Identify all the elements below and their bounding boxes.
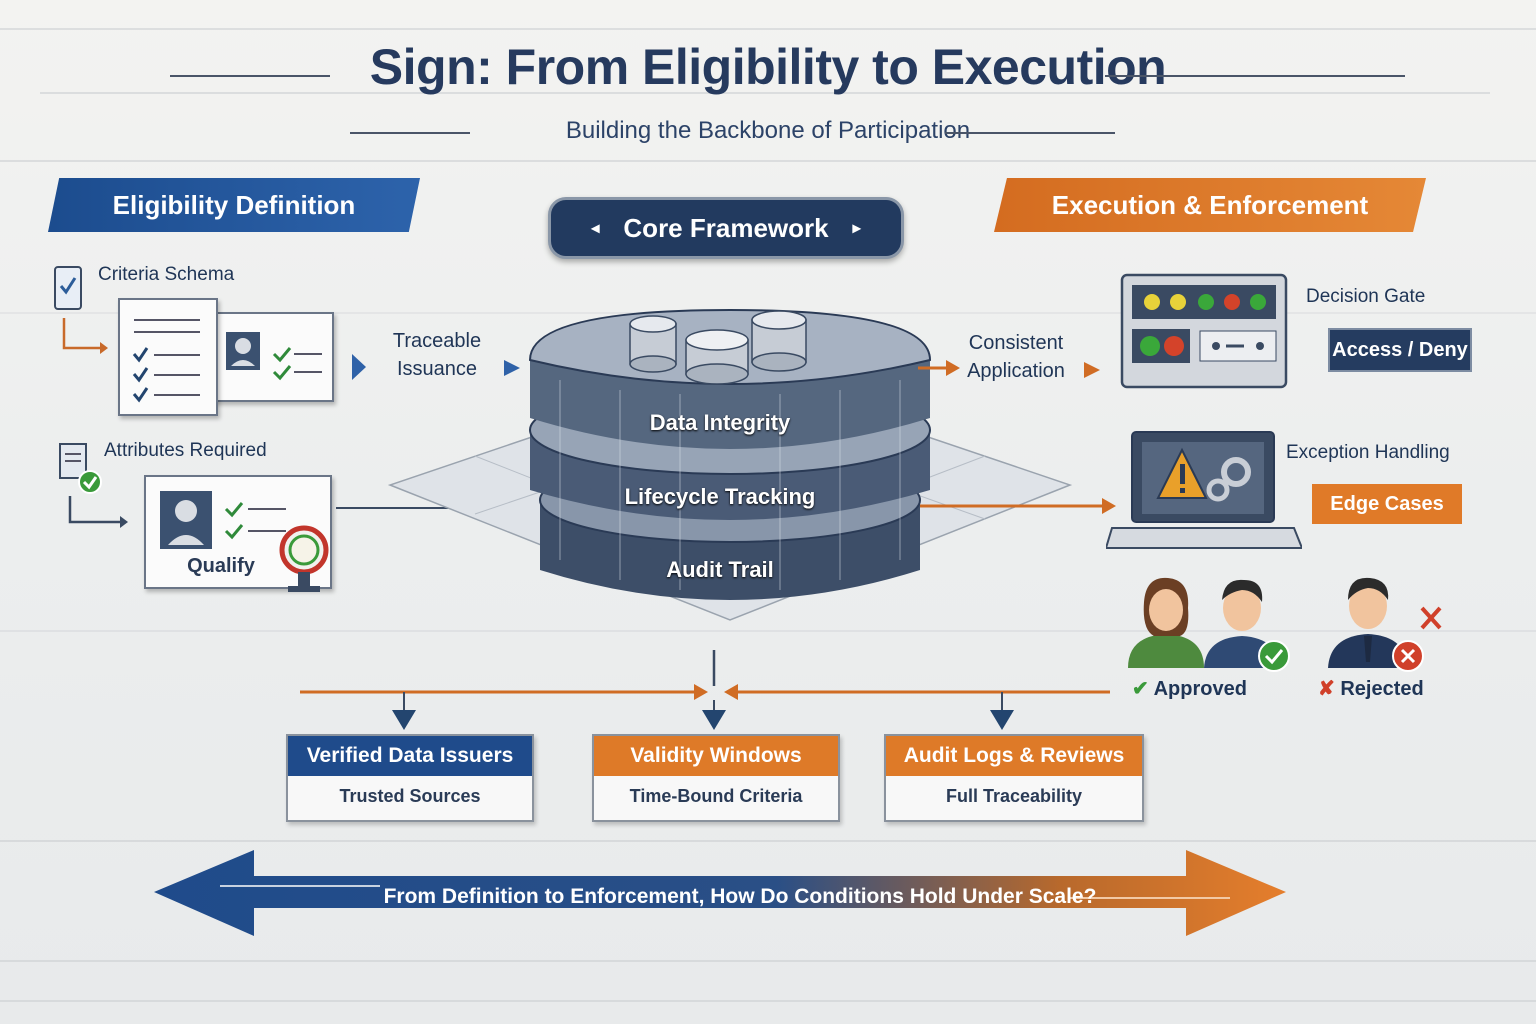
bg-streak [40, 92, 1490, 94]
checklist-graphic [132, 319, 200, 403]
issuance-label: Issuance [396, 358, 478, 380]
tablet-icon [54, 266, 82, 310]
core-framework-pill: ◂ Core Framework ▸ [548, 197, 904, 259]
bg-streak [0, 28, 1536, 30]
edge-cases-tag: Edge Cases [1312, 484, 1462, 524]
profile-card [210, 312, 334, 402]
core-framework-label: Core Framework [623, 212, 829, 243]
subtitle-rule [945, 132, 1115, 134]
cross-icon: ✘ [1318, 678, 1335, 700]
validity-windows-box: Validity Windows Time-Bound Criteria [592, 734, 840, 822]
stamp-seal-icon [279, 525, 329, 592]
attributes-required-label: Attributes Required [104, 440, 267, 461]
access-deny-tag: Access / Deny [1328, 328, 1472, 372]
document-check-icon [59, 443, 102, 494]
title-rule [1105, 75, 1405, 77]
rejected-status: ✘ Rejected [1318, 676, 1424, 701]
title-rule [170, 75, 330, 77]
database-icon [751, 310, 807, 372]
verified-data-issuers-box: Verified Data Issuers Trusted Sources [286, 734, 534, 822]
exception-handling-label: Exception Handling [1286, 442, 1450, 463]
database-icon [685, 329, 749, 385]
audit-logs-box: Audit Logs & Reviews Full Traceability [884, 734, 1144, 822]
footer-question: From Definition to Enforcement, How Do C… [383, 885, 1097, 908]
distribution-connectors [300, 650, 1110, 730]
double-arrow-graphic [154, 850, 1286, 936]
consistent-label: Consistent [968, 332, 1064, 354]
flow-arrow-icon [62, 318, 108, 354]
qualify-card-graphic [160, 491, 286, 549]
approved-label: Approved [1153, 678, 1247, 700]
laptop-warning-icon [1106, 431, 1302, 549]
bg-streak [0, 160, 1536, 162]
box-subtext: Trusted Sources [339, 785, 481, 806]
core-stack-graphic [387, 308, 1073, 621]
subtitle-rule [350, 132, 470, 134]
flow-arrow-icon [68, 496, 128, 528]
triangle-right-icon [504, 360, 520, 376]
execution-banner: Execution & Enforcement [994, 178, 1426, 232]
qualify-label: Qualify [187, 555, 255, 577]
traceable-label: Traceable [392, 330, 482, 352]
page-title: Sign: From Eligibility to Execution [369, 39, 1167, 95]
application-label: Application [967, 360, 1065, 382]
triangle-right-icon [1084, 362, 1100, 378]
arrow-left-icon: ◂ [591, 220, 600, 237]
box-subtext: Time-Bound Criteria [629, 785, 803, 806]
box-heading: Audit Logs & Reviews [886, 736, 1142, 776]
criteria-schema-label: Criteria Schema [98, 264, 235, 285]
box-subtext: Full Traceability [945, 785, 1083, 806]
approved-status: ✔ Approved [1132, 676, 1247, 701]
check-icon: ✔ [1132, 678, 1149, 700]
data-integrity-label: Data Integrity [649, 410, 791, 435]
page-subtitle: Building the Backbone of Participation [565, 117, 971, 144]
arrow-right-icon [920, 498, 1116, 514]
approved-people-avatar [1128, 577, 1290, 672]
decision-gate-label: Decision Gate [1306, 286, 1426, 307]
bg-streak [0, 1000, 1536, 1002]
bg-streak [0, 840, 1536, 842]
criteria-document [118, 298, 218, 416]
triangle-right-icon [352, 354, 366, 380]
control-panel-icon [1120, 273, 1288, 389]
database-icon [629, 315, 677, 373]
profile-card-graphic [226, 332, 322, 381]
audit-trail-label: Audit Trail [666, 557, 774, 582]
box-heading: Verified Data Issuers [288, 736, 532, 776]
rejected-person-avatar [1328, 577, 1442, 672]
box-heading: Validity Windows [594, 736, 838, 776]
eligibility-banner: Eligibility Definition [48, 178, 420, 232]
arrow-right-icon [918, 360, 960, 376]
arrow-right-icon: ▸ [852, 220, 861, 237]
bg-streak [0, 630, 1536, 632]
lifecycle-tracking-label: Lifecycle Tracking [624, 484, 816, 509]
bg-streak [0, 960, 1536, 962]
rejected-label: Rejected [1340, 678, 1424, 700]
